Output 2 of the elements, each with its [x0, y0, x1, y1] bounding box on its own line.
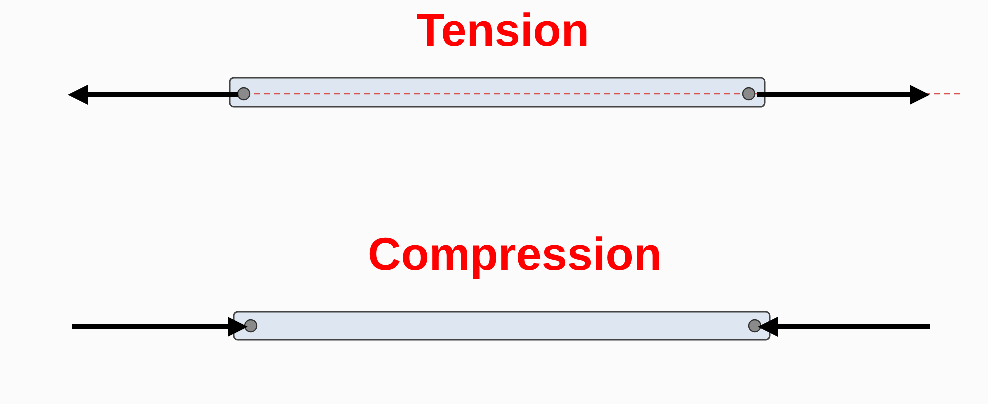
- heading-label: Compression: [368, 227, 662, 282]
- heading-label: Tension: [416, 3, 590, 58]
